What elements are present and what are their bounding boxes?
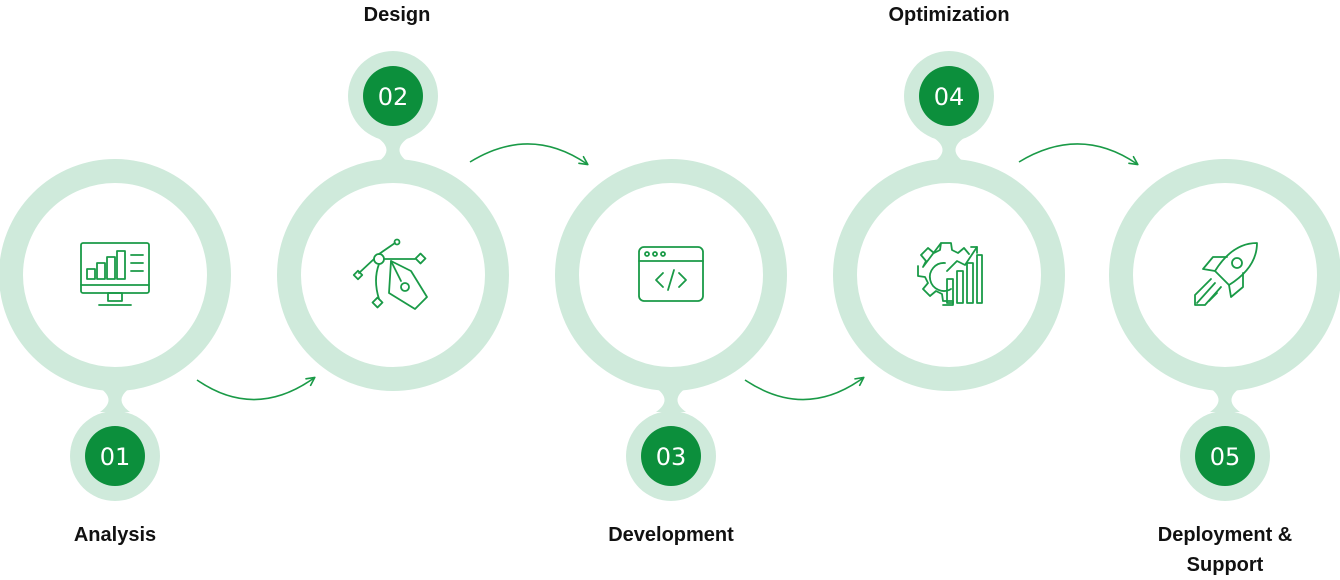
step-2-number: 02 bbox=[378, 83, 409, 111]
step-4-number: 04 bbox=[934, 83, 965, 111]
step-3-badge bbox=[641, 426, 701, 486]
step-1-ring bbox=[0, 159, 231, 391]
step-5-label: Deployment & Support bbox=[1157, 524, 1293, 576]
step-4-badge bbox=[919, 66, 979, 126]
step-1-number: 01 bbox=[100, 443, 131, 471]
step-3-label: Development bbox=[608, 524, 734, 546]
step-5-connector bbox=[1210, 388, 1240, 412]
step-2-badge bbox=[363, 66, 423, 126]
step-5: 05 bbox=[1109, 159, 1340, 501]
step-3: 03 bbox=[555, 159, 787, 501]
pen-tool-icon bbox=[352, 238, 428, 310]
connector-arrow-1-2 bbox=[196, 376, 316, 401]
connector-arrow-4-5 bbox=[1018, 143, 1139, 166]
code-window-icon bbox=[638, 246, 704, 302]
step-1-badge bbox=[85, 426, 145, 486]
step-4-ring bbox=[833, 159, 1065, 391]
step-5-ring bbox=[1109, 159, 1340, 391]
step-4: 04 bbox=[833, 51, 1065, 391]
step-2-connector bbox=[378, 138, 408, 162]
step-2-ring bbox=[277, 159, 509, 391]
rocket-icon bbox=[1194, 242, 1258, 306]
step-1-connector bbox=[100, 388, 130, 412]
step-2-label: Design bbox=[363, 4, 431, 26]
connector-arrow-2-3 bbox=[469, 143, 589, 166]
step-1: 01 bbox=[0, 159, 231, 501]
step-4-label: Optimization bbox=[888, 4, 1010, 26]
step-3-ring bbox=[555, 159, 787, 391]
gear-chart-icon bbox=[917, 242, 983, 306]
monitor-chart-icon bbox=[80, 242, 150, 306]
step-1-label: Analysis bbox=[73, 524, 157, 546]
step-3-connector bbox=[656, 388, 686, 412]
step-4-connector bbox=[934, 138, 964, 162]
step-5-badge bbox=[1195, 426, 1255, 486]
step-2: 02 bbox=[277, 51, 509, 391]
connector-arrow-3-4 bbox=[744, 376, 865, 401]
step-5-number: 05 bbox=[1210, 443, 1241, 471]
step-3-number: 03 bbox=[656, 443, 687, 471]
